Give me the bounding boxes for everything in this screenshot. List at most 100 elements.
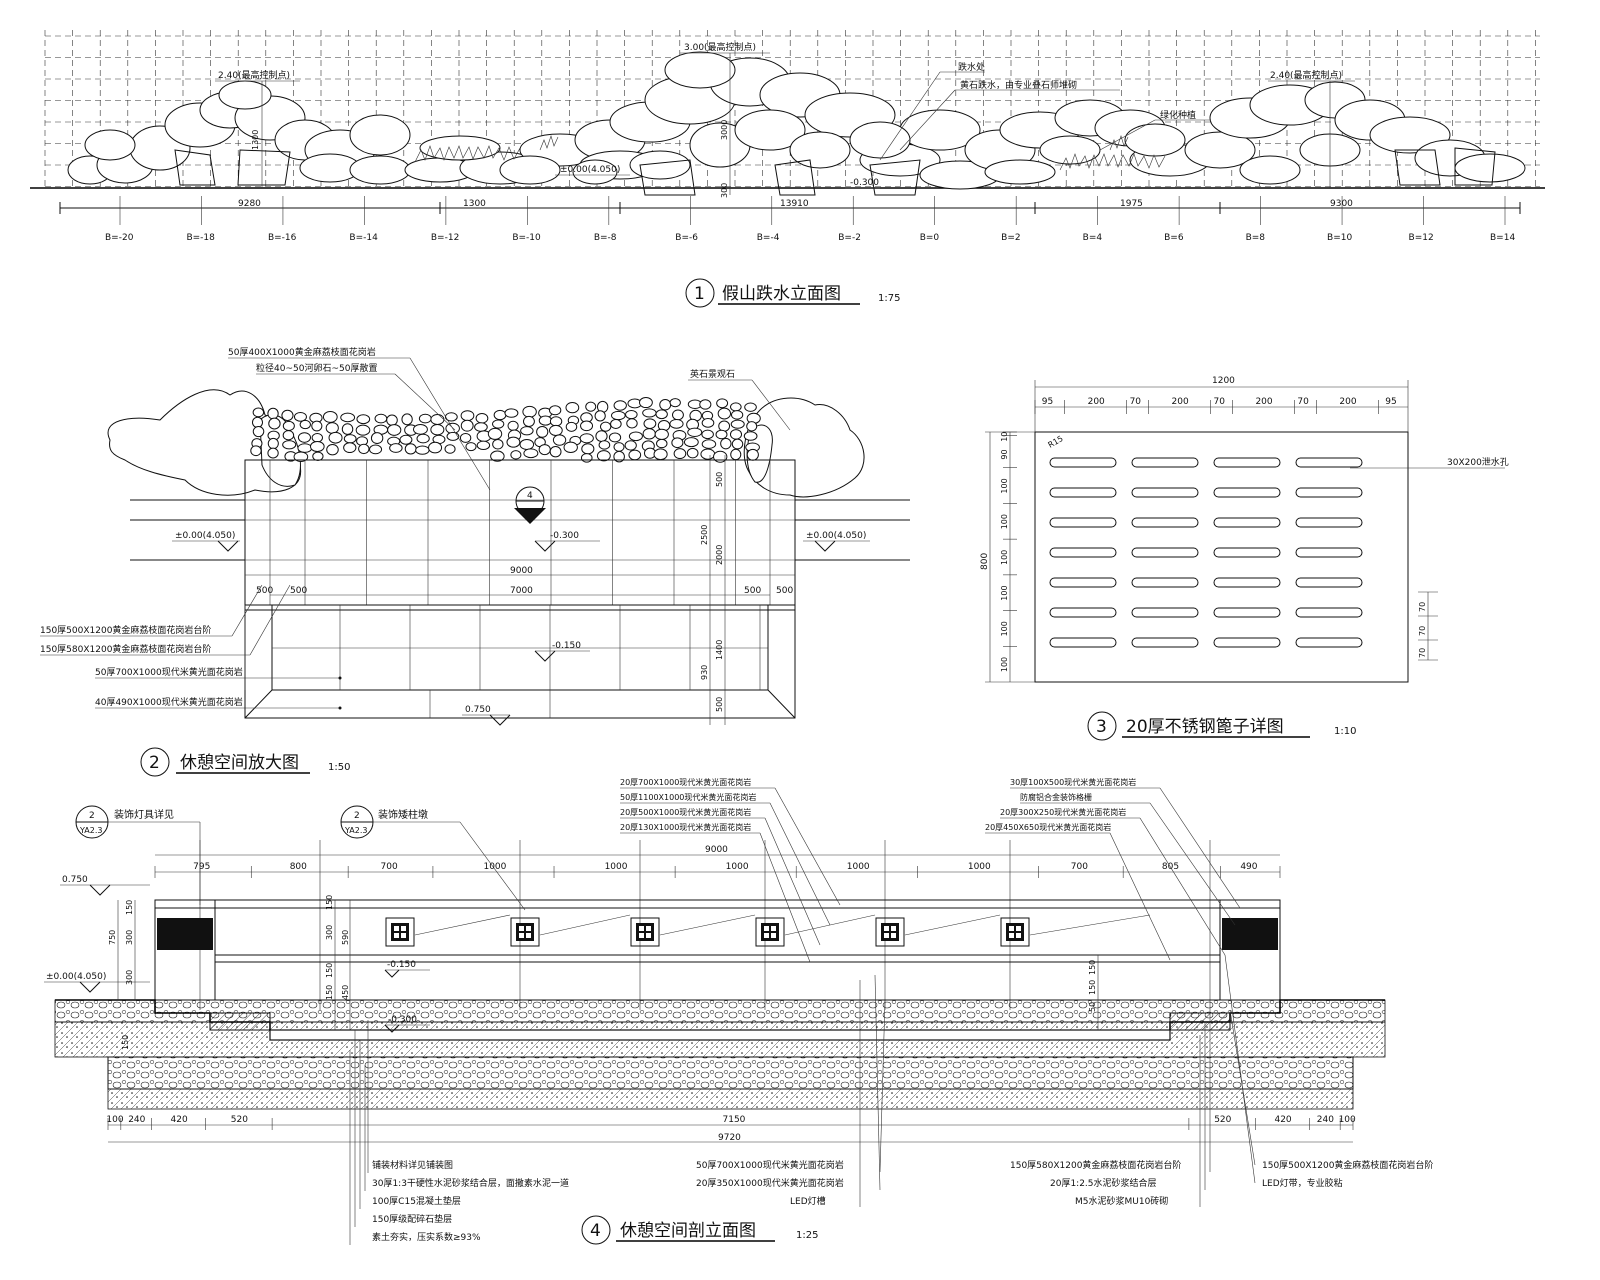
plan-vdim-0: 500 <box>715 472 724 487</box>
sec-nbl-0: 铺装材料详见铺装图 <box>372 1159 453 1171</box>
pebble <box>487 427 503 440</box>
plan-vdim-5: 500 <box>715 697 724 712</box>
axis-label: B=0 <box>920 233 940 243</box>
plan-neg2: -0.150 <box>552 641 581 651</box>
grate-title-num: 3 <box>1096 717 1107 737</box>
sec-nbr-0: 150厚580X1200黄金麻荔枝面花岗岩台阶 <box>1010 1159 1181 1171</box>
sec-nbr-2: M5水泥砂浆MU10砖砌 <box>1075 1195 1168 1207</box>
section-cut-num: 4 <box>527 491 533 501</box>
pebble <box>581 443 595 455</box>
pebble <box>639 396 653 409</box>
sec-ntm-1: 50厚1100X1000现代米黄光面花岗岩 <box>620 792 756 802</box>
pebble <box>746 421 758 432</box>
pebble <box>687 427 703 437</box>
pebble <box>343 442 357 454</box>
decor-panel-fill <box>761 923 779 941</box>
axis-label: B=-18 <box>186 233 215 243</box>
sec-ntr-3: 20厚450X650现代米黄光面花岗岩 <box>985 822 1111 832</box>
sec-top-total: 9000 <box>705 845 728 855</box>
sec-nbr-1: 20厚1:2.5水泥砂浆结合层 <box>1050 1177 1157 1189</box>
pebble <box>642 428 656 440</box>
seat-slope <box>539 914 631 936</box>
plan-note-left-0: 150厚500X1200黄金麻荔枝面花岗岩台阶 <box>40 624 211 636</box>
pebble <box>686 447 699 459</box>
pebble <box>565 421 578 432</box>
drain-slot <box>1213 487 1281 498</box>
drain-slot <box>1295 637 1363 648</box>
grate-title-bubble <box>1087 711 1117 741</box>
pebble <box>611 410 626 421</box>
grate-vdim: 100 <box>1000 585 1009 600</box>
grate-vdim: 100 <box>1000 621 1009 636</box>
sec-title-bubble <box>581 1215 611 1245</box>
pebble <box>293 451 309 463</box>
pebble <box>563 441 578 454</box>
axis-label: B=-10 <box>512 233 541 243</box>
pebble <box>369 444 383 455</box>
pebble <box>522 415 535 428</box>
callout-waterfall: 跌水处 <box>958 61 985 73</box>
top-dim: 1000 <box>968 862 991 872</box>
pebble <box>268 417 281 430</box>
pebble <box>355 424 371 436</box>
grate-radius: R15 <box>1047 434 1065 450</box>
drain-slot <box>1295 607 1363 618</box>
drain-slot <box>1213 457 1281 468</box>
elev-dim-v1: 1300 <box>251 130 260 150</box>
sec-title: 休憩空间剖立面图 <box>620 1221 756 1241</box>
grate-vdim: 100 <box>1000 657 1009 672</box>
pebble <box>328 431 343 444</box>
drain-slot <box>1131 517 1199 528</box>
axis-label: B=4 <box>1083 233 1103 243</box>
grate-dim: 70 <box>1214 397 1226 407</box>
decor-panel <box>510 917 540 947</box>
pebble <box>325 422 339 434</box>
pebble <box>549 416 563 427</box>
plan-title-num: 2 <box>149 753 160 773</box>
plan-rock-right <box>743 397 865 498</box>
pebble <box>565 402 580 414</box>
top-dim: 700 <box>381 862 398 872</box>
pebble <box>552 434 567 446</box>
pebble <box>671 409 684 421</box>
bottom-dim: 100 <box>1339 1115 1356 1125</box>
sec-notes-bottom-left: 铺装材料详见铺装图 30厚1:3干硬性水泥砂浆结合层，面撒素水泥一道 100厚C… <box>349 1020 569 1245</box>
rock <box>629 150 691 180</box>
sec-notes-top-right: 30厚100X500现代米黄光面花岗岩 防腐铝合金装饰格栅 20厚300X250… <box>985 777 1241 961</box>
sec-ntm-3: 20厚130X1000现代米黄光面花岗岩 <box>620 822 751 832</box>
sec-ntm-2: 20厚500X1000现代米黄光面花岗岩 <box>620 807 751 817</box>
sec-vl-0: 150 <box>125 900 134 915</box>
axis-label: B=-2 <box>838 233 861 243</box>
sec-nbl-2: 100厚C15混凝土垫层 <box>372 1195 461 1207</box>
pebble <box>506 436 521 448</box>
sec-scale: 1:25 <box>796 1230 818 1241</box>
pebble <box>594 410 606 422</box>
rock <box>789 131 851 169</box>
sec-bottom-total: 9720 <box>718 1133 741 1143</box>
pebble <box>322 410 338 423</box>
pebble <box>311 420 323 432</box>
pebble <box>548 424 563 436</box>
pebble <box>671 437 684 449</box>
plan-dim-500d: 500 <box>776 586 793 596</box>
sec-nbl-1: 30厚1:3干硬性水泥砂浆结合层，面撒素水泥一道 <box>372 1177 569 1189</box>
pebble <box>475 413 489 424</box>
pebble <box>312 451 324 461</box>
pebble <box>326 443 339 456</box>
drain-slot <box>1049 487 1117 498</box>
drain-slot <box>1131 457 1199 468</box>
pebble <box>341 423 354 435</box>
drain-slot <box>1213 577 1281 588</box>
drain-slot <box>1295 487 1363 498</box>
plan-title: 休憩空间放大图 <box>180 753 299 773</box>
pebble <box>310 440 325 453</box>
ground-gravel-base <box>107 1056 1354 1090</box>
bottom-dim: 7150 <box>723 1115 746 1125</box>
pebble <box>613 400 627 411</box>
bench-top <box>244 459 796 611</box>
elev-scale: 1:75 <box>878 293 900 304</box>
decor-panel <box>1000 917 1030 947</box>
seat-slope <box>904 914 1001 936</box>
pebble <box>430 424 445 436</box>
